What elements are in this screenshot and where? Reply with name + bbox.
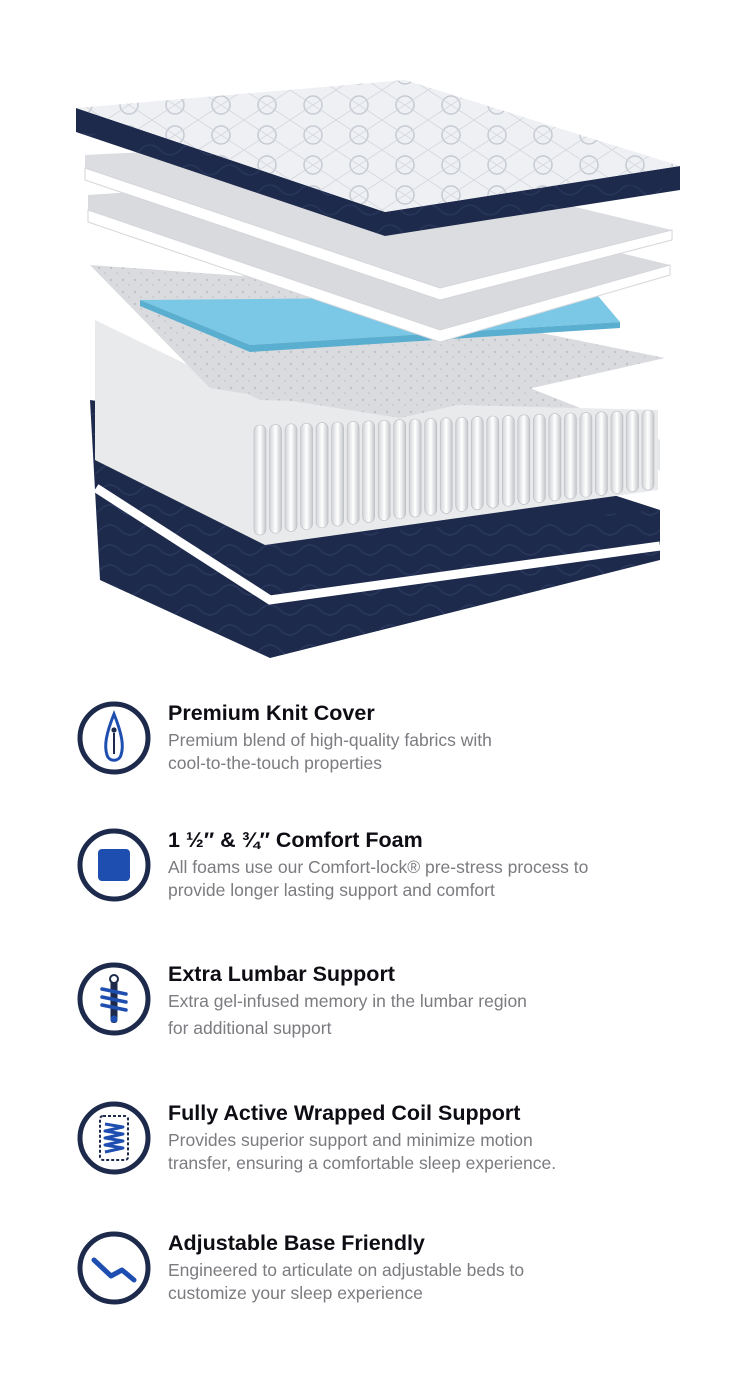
foam-square-icon (77, 828, 151, 902)
coil (641, 409, 655, 491)
feature-extra-lumbar-support: Extra Lumbar Support Extra gel-infused m… (76, 961, 716, 1071)
adjustable-base-icon (77, 1231, 151, 1305)
coil (517, 414, 531, 505)
feature-title: Fully Active Wrapped Coil Support (168, 1101, 521, 1125)
feature-title: 1 ½″ & ¾″ Comfort Foam (168, 828, 423, 852)
coil (564, 412, 577, 500)
coil (455, 416, 469, 512)
coil (502, 415, 515, 507)
coil (408, 418, 422, 518)
feature-comfort-foam: 1 ½″ & ¾″ Comfort Foam All foams use our… (76, 827, 716, 937)
coil (533, 413, 546, 503)
coil (346, 421, 360, 525)
feature-description: Provides superior support and minimize m… (168, 1130, 557, 1173)
coil (595, 411, 608, 496)
spine-icon (77, 962, 151, 1036)
coil (424, 418, 438, 516)
feature-description: Extra gel-infused memory in the lumbar r… (168, 991, 527, 1038)
coil (315, 422, 329, 529)
coil (331, 421, 344, 527)
feature-title: Extra Lumbar Support (168, 962, 395, 986)
coil (486, 415, 500, 509)
coil (300, 422, 313, 530)
coil (610, 410, 624, 494)
coil (439, 417, 453, 514)
coil (362, 420, 375, 523)
coil (548, 413, 562, 502)
mattress-layers-illustration (76, 80, 680, 658)
coil (253, 424, 267, 536)
coil (470, 416, 484, 511)
feature-title: Premium Knit Cover (168, 701, 375, 725)
feature-adjustable-base-friendly: Adjustable Base Friendly Engineered to a… (76, 1230, 716, 1340)
knit-cover-layer (76, 80, 680, 236)
coil (284, 423, 298, 532)
pocket-coil-layer (95, 320, 658, 545)
coil-icon (77, 1101, 151, 1175)
feature-title: Adjustable Base Friendly (168, 1231, 425, 1255)
needle-icon (77, 701, 151, 775)
coil (377, 419, 391, 521)
coil (393, 419, 406, 520)
feature-premium-knit-cover: Premium Knit Cover Premium blend of high… (76, 700, 716, 810)
coil (579, 412, 593, 498)
feature-description: Premium blend of high-quality fabrics wi… (168, 730, 492, 773)
feature-wrapped-coil-support: Fully Active Wrapped Coil Support Provid… (76, 1100, 716, 1210)
coil (269, 424, 282, 534)
feature-description: All foams use our Comfort-lock® pre-stre… (168, 857, 589, 900)
feature-description: Engineered to articulate on adjustable b… (168, 1260, 525, 1303)
coil (626, 410, 639, 493)
